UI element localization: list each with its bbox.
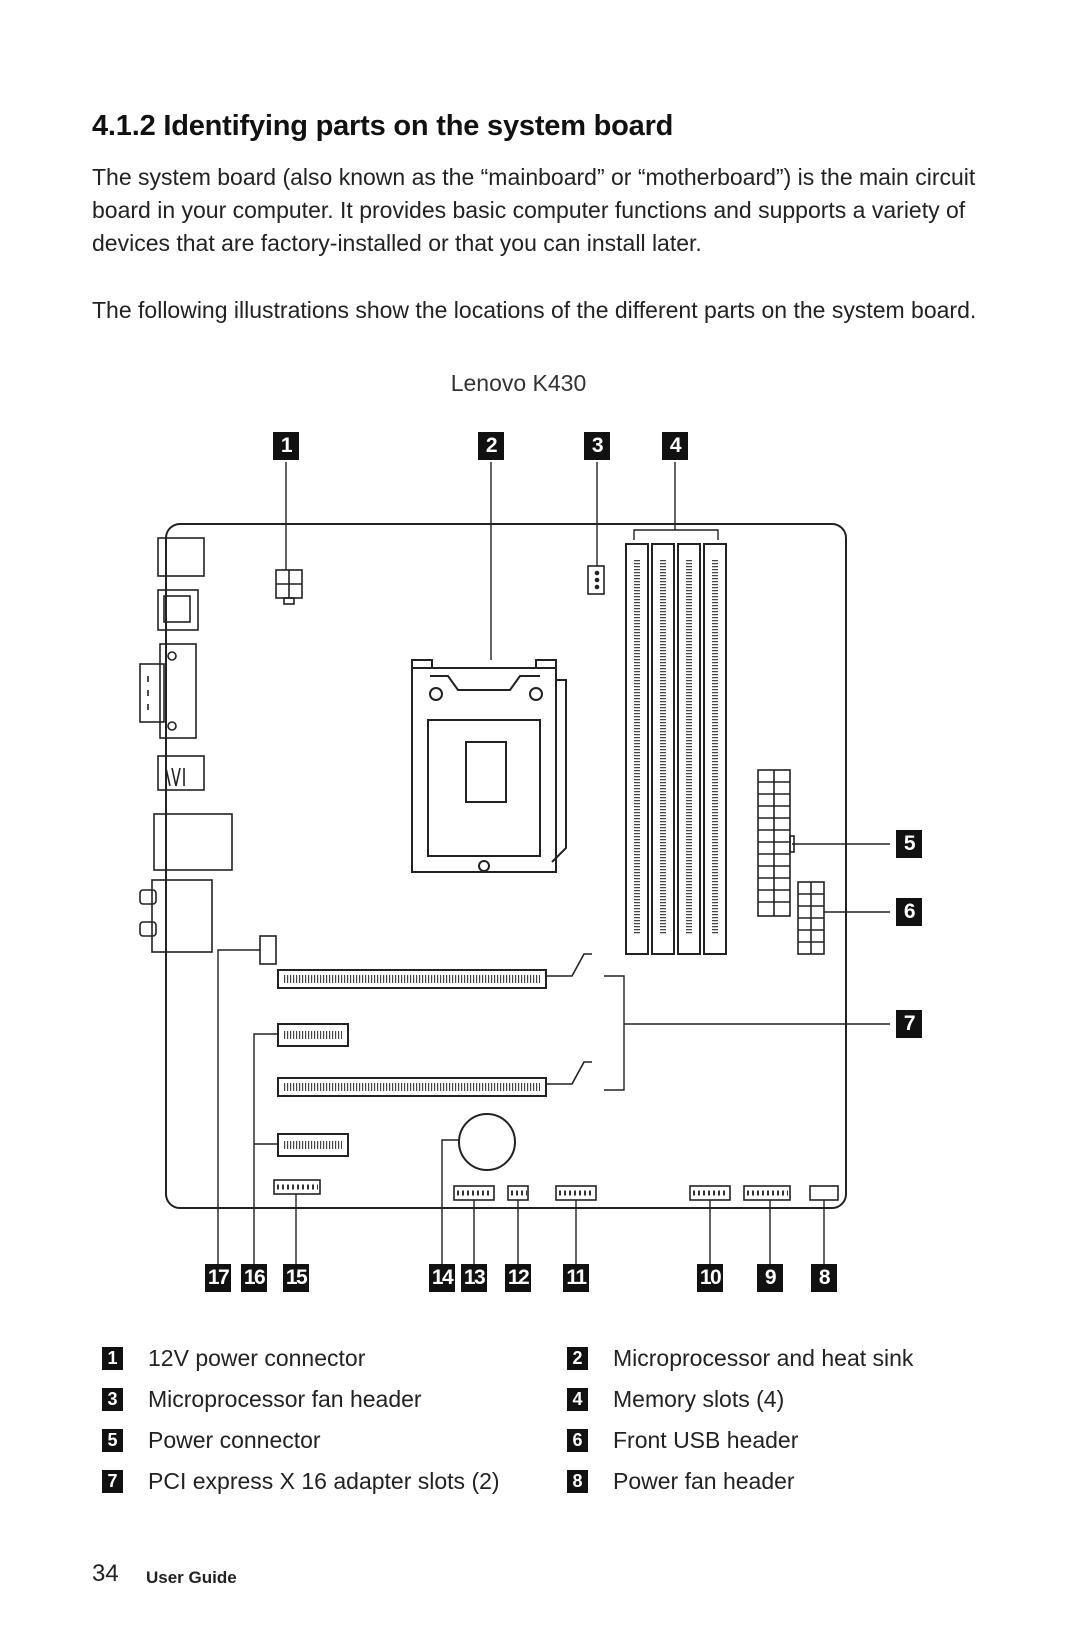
legend-number: 3 xyxy=(102,1387,123,1411)
legend-label: Power fan header xyxy=(613,1467,795,1494)
leader-lines xyxy=(217,462,890,1264)
cmos-battery xyxy=(458,1113,516,1171)
main-power-connector xyxy=(757,769,795,917)
callout-5: 5 xyxy=(896,830,922,858)
legend-item: 3 Microprocessor fan header xyxy=(102,1384,422,1414)
legend-item: 4 Memory slots (4) xyxy=(567,1384,784,1414)
legend-label: Microprocessor and heat sink xyxy=(613,1344,914,1371)
legend-label: 12V power connector xyxy=(148,1344,366,1371)
legend-label: Power connector xyxy=(148,1426,321,1453)
legend-item: 2 Microprocessor and heat sink xyxy=(567,1343,913,1373)
12v-power-connector xyxy=(275,569,303,605)
system-board-diagram xyxy=(139,462,890,1264)
legend-number: 5 xyxy=(102,1428,123,1452)
callout-12: 12 xyxy=(505,1264,531,1292)
legend-label: Front USB header xyxy=(613,1426,799,1453)
legend-item: 5 Power connector xyxy=(102,1425,321,1455)
board-outline xyxy=(165,523,847,1209)
legend-item: 8 Power fan header xyxy=(567,1466,795,1496)
callout-3: 3 xyxy=(584,432,610,460)
callout-14: 14 xyxy=(429,1264,455,1292)
callout-4: 4 xyxy=(662,432,688,460)
callout-17: 17 xyxy=(205,1264,231,1292)
footer-label: User Guide xyxy=(146,1568,237,1587)
system-fan-header xyxy=(259,935,277,965)
legend-item: 7 PCI express X 16 adapter slots (2) xyxy=(102,1466,500,1496)
cpu-socket xyxy=(411,659,567,873)
legend-number: 7 xyxy=(102,1469,123,1493)
callout-1: 1 xyxy=(273,432,299,460)
callout-6: 6 xyxy=(896,898,922,926)
bottom-headers xyxy=(273,1179,839,1201)
legend-label: Microprocessor fan header xyxy=(148,1385,422,1412)
callout-9: 9 xyxy=(757,1264,783,1292)
memory-slots xyxy=(625,543,727,955)
intro-paragraph: The system board (also known as the “mai… xyxy=(92,164,976,256)
callout-8: 8 xyxy=(811,1264,837,1292)
callout-2: 2 xyxy=(478,432,504,460)
pcie-x16-slots xyxy=(277,953,592,1097)
cpu-fan-header xyxy=(587,565,605,595)
legend-item: 6 Front USB header xyxy=(567,1425,798,1455)
callout-10: 10 xyxy=(697,1264,723,1292)
front-usb-header xyxy=(797,881,825,955)
legend-number: 2 xyxy=(567,1346,588,1370)
legend-number: 1 xyxy=(102,1346,123,1370)
callout-11: 11 xyxy=(563,1264,589,1292)
rear-io-ports xyxy=(139,537,233,953)
callout-16: 16 xyxy=(241,1264,267,1292)
illustration-paragraph: The following illustrations show the loc… xyxy=(92,297,977,323)
legend-number: 8 xyxy=(567,1469,588,1493)
legend-label: PCI express X 16 adapter slots (2) xyxy=(148,1467,500,1494)
pcie-x1-slots xyxy=(277,1023,349,1157)
legend-number: 6 xyxy=(567,1428,588,1452)
callout-13: 13 xyxy=(461,1264,487,1292)
legend-item: 1 12V power connector xyxy=(102,1343,365,1373)
figure-caption: Lenovo K430 xyxy=(450,370,587,396)
callout-15: 15 xyxy=(283,1264,309,1292)
callout-7: 7 xyxy=(896,1010,922,1038)
legend-number: 4 xyxy=(567,1387,588,1411)
legend-label: Memory slots (4) xyxy=(613,1385,785,1412)
page-number: 34 xyxy=(92,1560,119,1587)
section-title: 4.1.2 Identifying parts on the system bo… xyxy=(92,110,674,142)
